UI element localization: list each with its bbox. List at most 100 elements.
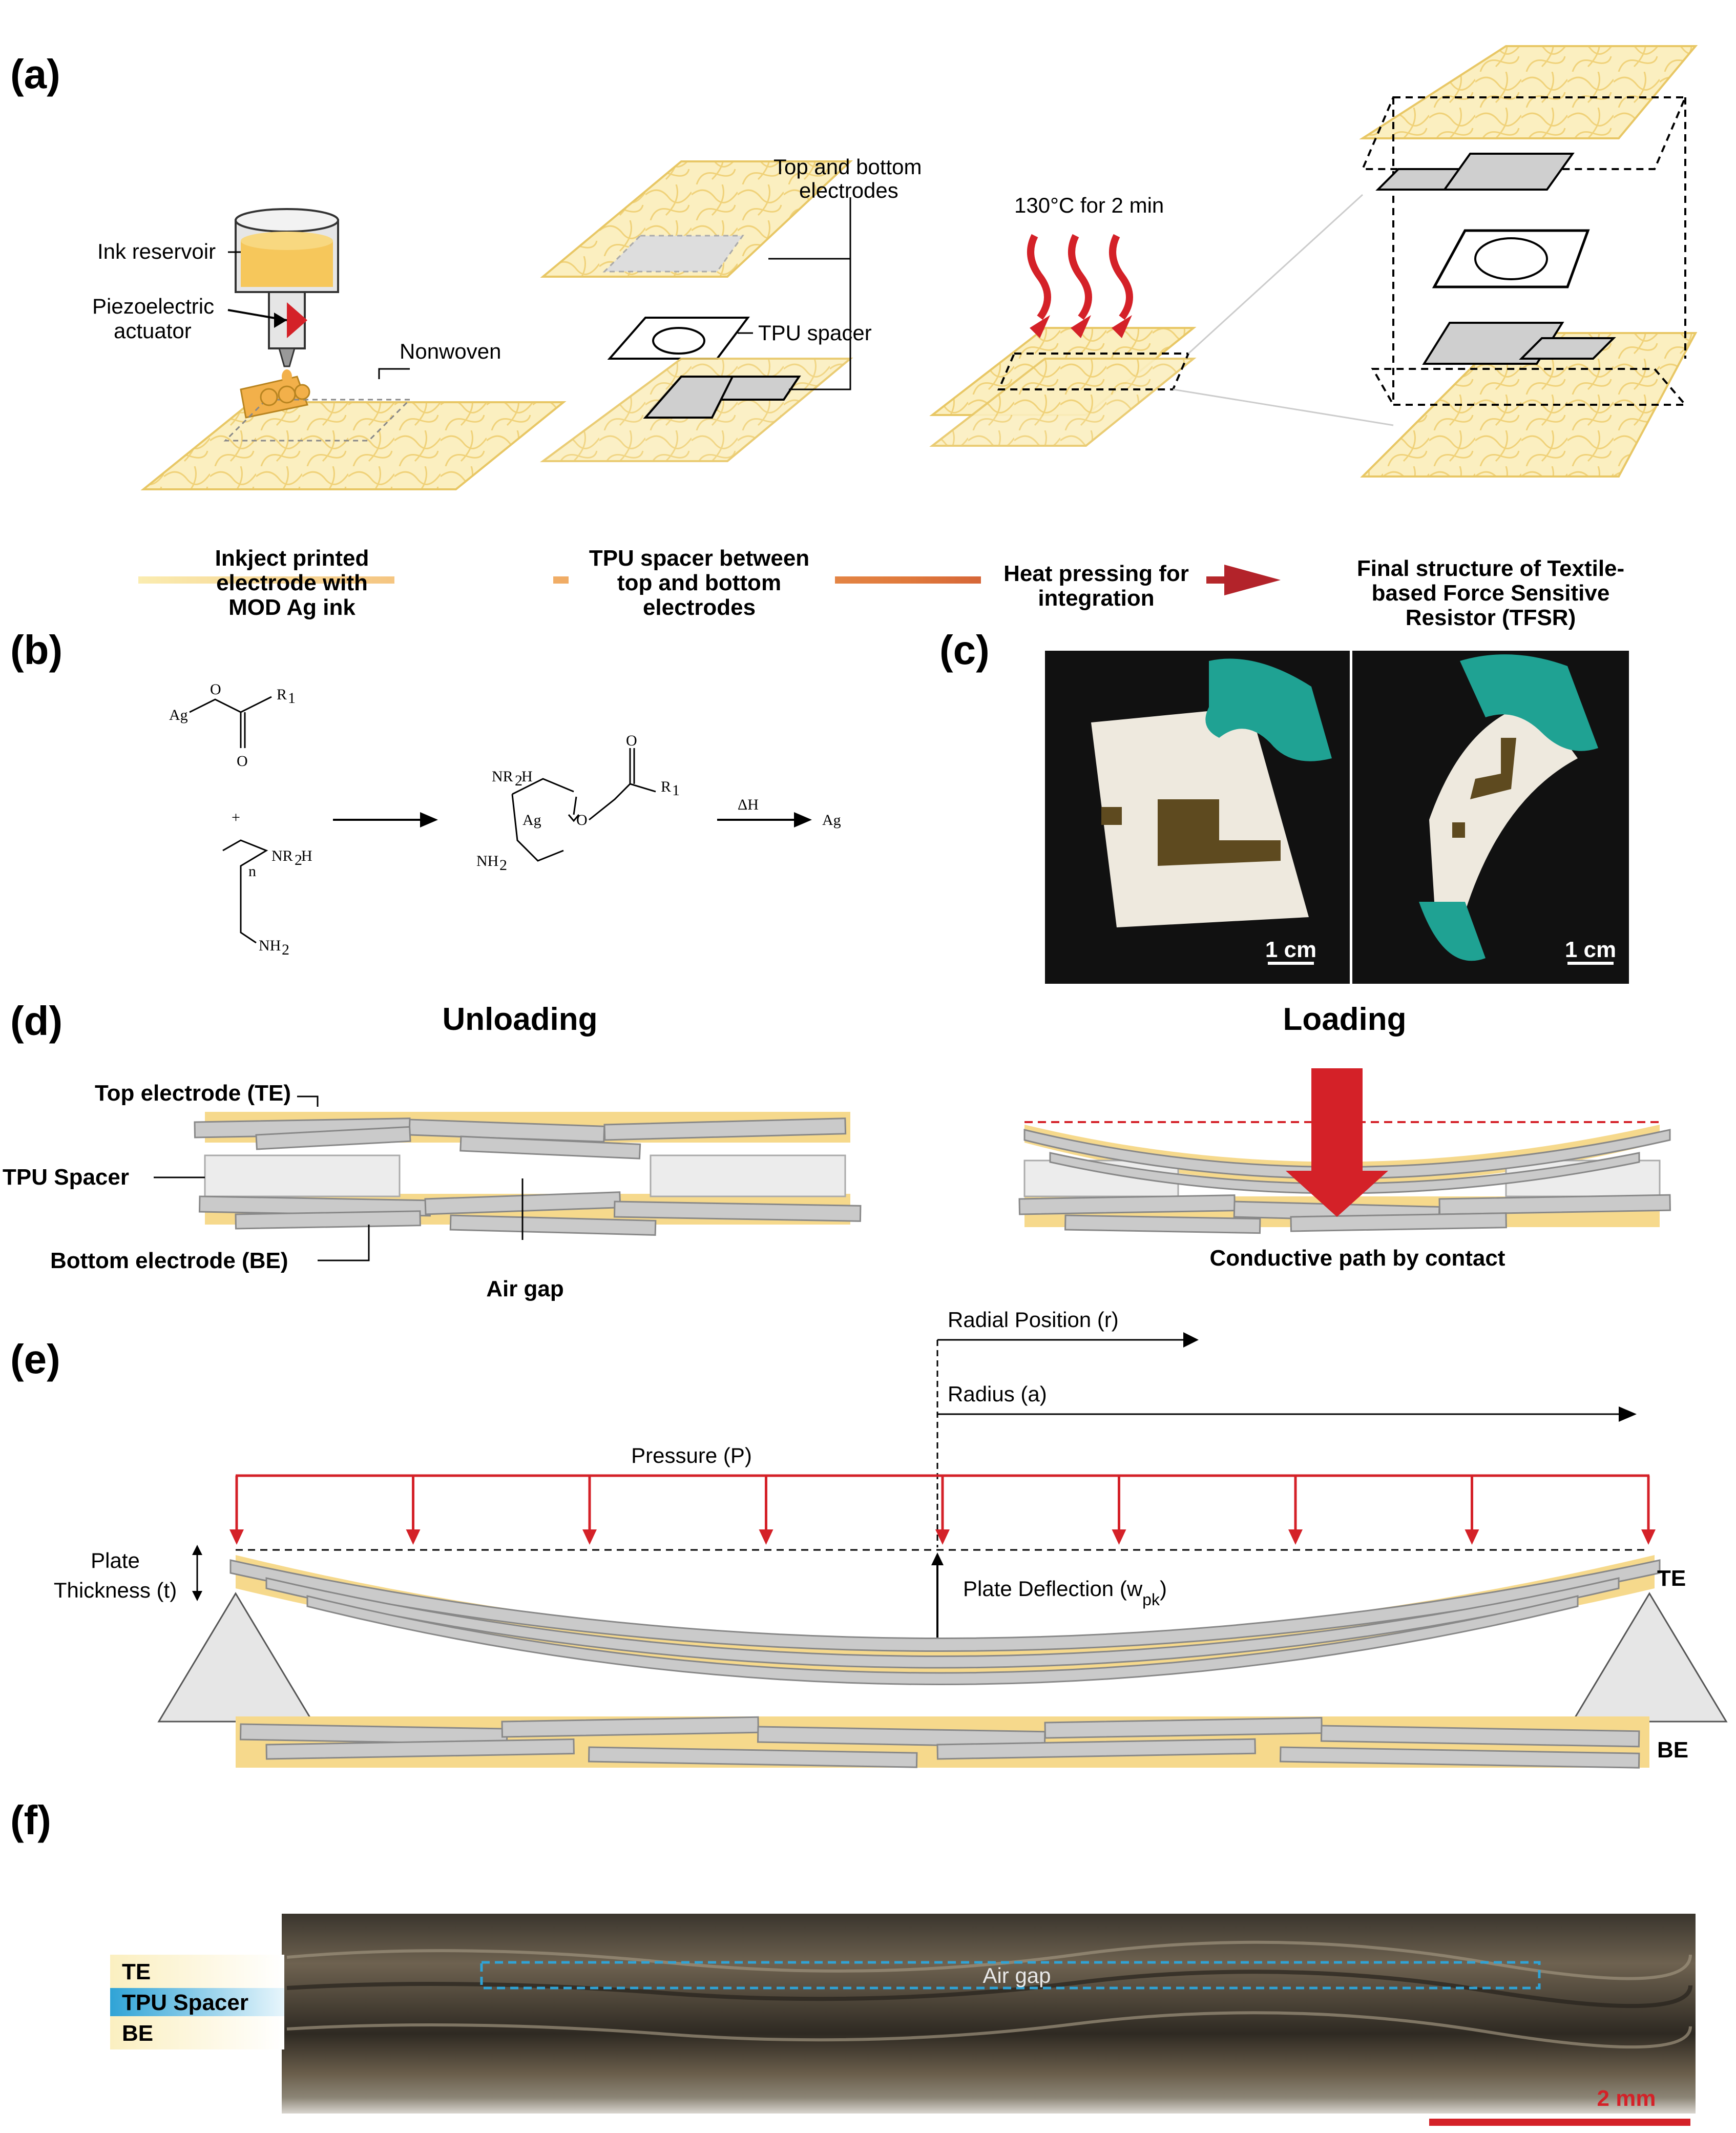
bottom-electrode-label: Bottom electrode (BE) [50,1248,288,1273]
load-arrow-head [1286,1171,1388,1217]
pressure-arrow-head [406,1529,421,1545]
nonwoven-label: Nonwoven [400,339,501,363]
scale-bar-2mm [1429,2119,1690,2126]
pressure-arrow-head [1641,1529,1656,1545]
reaction-arrow-2-head [794,812,812,827]
chem-o-carbonyl: O [237,753,248,770]
pressure-arrows [229,1476,1656,1545]
tpu-spacer-label-f: TPU Spacer [122,1990,248,2015]
scale-bar-label-left: 1 cm [1265,937,1316,962]
chem-r1: R [277,686,287,703]
pressure-label: Pressure (P) [631,1443,752,1467]
chem-n-sub: n [248,863,256,880]
radius-label: Radius (a) [948,1382,1047,1406]
be-label-e: BE [1657,1737,1688,1763]
step-3-line2: integration [1038,586,1154,611]
chem-o-ether: O [210,681,221,698]
tpu-layer-key [110,1988,284,2016]
loading-diagram [1018,1068,1671,1234]
be-label-f: BE [122,2021,153,2046]
tpu-spacer-label-d: TPU Spacer [3,1165,129,1190]
chem-nh2-reactant-sub: 2 [282,941,289,958]
tpu-spacer-label: TPU spacer [758,321,872,345]
loading-title: Loading [1283,1002,1406,1037]
panel-b-chemistry [189,696,794,944]
chem-r1-complex-sub: 1 [672,782,680,799]
chem-ag-complex: Ag [522,812,541,829]
top-electrode-label: Top electrode (TE) [95,1081,291,1106]
piezo-label-line1: Piezoelectric [92,294,214,318]
chem-nr2h-complex: NR [492,768,513,785]
chem-r1-sub: 1 [288,690,296,707]
load-arrow-shaft [1311,1068,1363,1171]
step-4-line3: Resistor (TFSR) [1406,605,1576,630]
conductive-path-label: Conductive path by contact [1210,1246,1505,1271]
plate-deflection-label: Plate Deflection (wpk) [963,1577,1167,1609]
final-structure-illustration [1359,45,1698,478]
panel-label-c: (c) [939,627,990,673]
chem-nh2-reactant: NH [259,937,281,954]
scale-bar-label-f: 2 mm [1597,2086,1656,2111]
chem-nr2h-reactant: NR [271,847,293,864]
step-3-line1: Heat pressing for [1003,561,1189,586]
pressure-arrow-head [759,1529,773,1545]
step-4-line1: Final structure of Textile- [1357,556,1624,581]
air-gap-label-f: Air gap [982,1963,1051,1987]
reaction-arrow-1-head [420,812,438,827]
pressure-arrow-head [1288,1529,1303,1545]
chem-nh2-complex-sub: 2 [499,857,507,874]
pressure-arrow-head [1112,1529,1126,1545]
pressure-arrow-head [935,1529,950,1545]
chem-nr2h-complex-sub: 2 [515,772,522,789]
step-2-line1: TPU spacer between [589,546,809,571]
panel-f-micrograph [110,1914,1696,2126]
chem-ag-reactant: Ag [169,707,188,723]
chem-plus: + [232,809,240,826]
step-4-line2: based Force Sensitive [1372,581,1610,606]
panel-label-d: (d) [10,998,62,1044]
panel-label-a: (a) [10,51,60,97]
te-label-f: TE [122,1959,151,1984]
chem-o-complex-ether: O [576,812,588,829]
piezo-label-line2: actuator [114,319,192,343]
air-gap-outline [480,1961,1541,1990]
plate-thickness-line2: Thickness (t) [54,1578,177,1602]
chem-nr2h-reactant-sub: 2 [295,852,302,868]
pressure-arrow-head [229,1529,244,1545]
heat-press-illustration [929,194,1394,447]
unloading-diagram [154,1095,862,1261]
panel-label-e: (e) [10,1336,60,1382]
chem-ag-product: Ag [822,812,841,829]
pressure-arrow-head [1465,1529,1479,1545]
step-1-line2: electrode with [216,570,368,595]
panel-e-diagram [157,1332,1728,1769]
electrodes-label-line1: Top and bottom [773,155,922,179]
be-layer-key [110,2016,284,2049]
chem-o-complex-carbonyl: O [626,732,637,749]
plate-thickness-line1: Plate [91,1548,140,1572]
heat-label: 130°C for 2 min [1014,193,1164,217]
step-1-line1: Inkject printed [215,546,369,571]
chem-delta-h: ΔH [738,796,759,813]
unloading-title: Unloading [442,1002,597,1037]
radial-position-label: Radial Position (r) [948,1308,1119,1332]
air-gap-label-d: Air gap [486,1276,564,1301]
scale-bar-label-right: 1 cm [1565,937,1616,962]
te-label-e: TE [1657,1566,1686,1591]
tpu-stack-illustration [539,160,853,462]
step-1-line3: MOD Ag ink [228,595,355,620]
chem-nr2h-complex-h: H [521,768,533,785]
panel-label-f: (f) [10,1797,51,1843]
panel-c-photos [1045,651,1629,984]
inkjet-step-illustration [140,208,567,490]
te-layer-key [110,1955,284,1988]
panel-a: Ink reservoir Piezoelectric actuator Non… [92,45,1698,630]
step-2-line2: top and bottom [617,570,781,595]
chem-r1-complex: R [661,778,671,795]
chem-nh2-complex: NH [476,853,498,869]
electrodes-label-line2: electrodes [799,178,898,202]
ink-reservoir-label: Ink reservoir [97,239,216,263]
process-flow-bar [138,553,1281,605]
pressure-arrow-head [582,1529,597,1545]
